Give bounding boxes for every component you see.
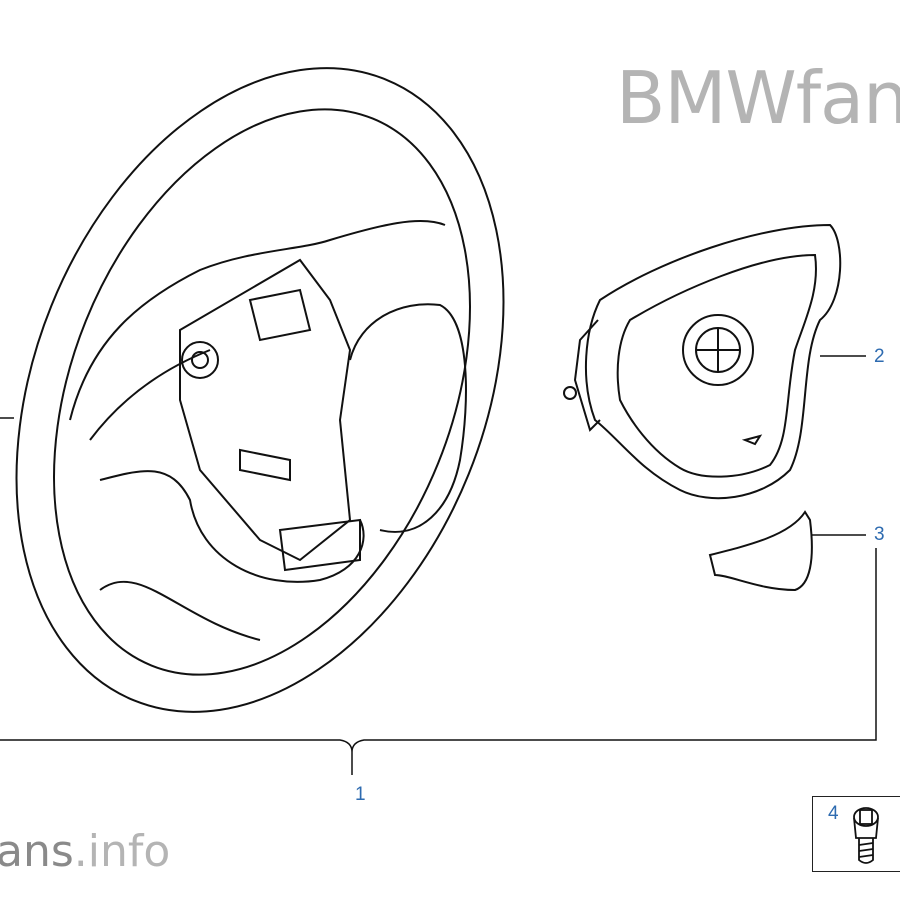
watermark-logo-top: BMWfan — [616, 56, 900, 140]
trim-drawing — [708, 510, 813, 592]
watermark-main: ans — [0, 826, 74, 877]
callout-2[interactable]: 2 — [874, 346, 885, 367]
callout-1[interactable]: 1 — [355, 784, 366, 805]
leader-lines — [0, 355, 877, 775]
bolt-drawing — [853, 807, 879, 864]
callout-3[interactable]: 3 — [874, 524, 885, 545]
steering-wheel-drawing — [15, 67, 505, 713]
bolt-part-box — [812, 796, 900, 872]
airbag-drawing — [563, 223, 842, 500]
callout-4[interactable]: 4 — [828, 803, 839, 824]
watermark-logo-bottom: ans.info — [0, 826, 170, 877]
watermark-suffix: .info — [73, 826, 171, 877]
